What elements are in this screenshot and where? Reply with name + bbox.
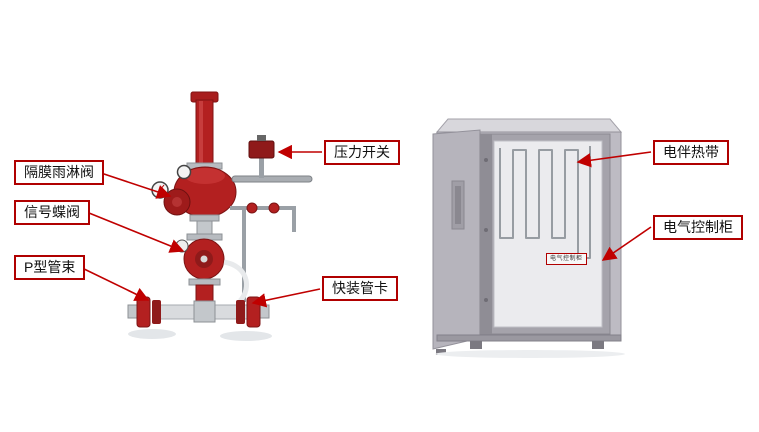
callout-diaphragm-deluge-valve: 隔膜雨淋阀: [14, 160, 104, 185]
arrow-signal-butterfly-valve: [88, 212, 185, 253]
callout-signal-butterfly-valve: 信号蝶阀: [14, 200, 90, 225]
arrow-p-type-pipe-bundle: [79, 266, 150, 301]
arrow-quick-install-pipe-clamp: [251, 288, 321, 308]
callout-arrows: [79, 144, 652, 308]
callout-electric-heat-tracing: 电伴热带: [653, 140, 729, 165]
callout-quick-install-pipe-clamp: 快装管卡: [322, 276, 398, 301]
deluge-valve-assembly-illustration: [127, 91, 313, 341]
heat-tracing-element: [499, 146, 591, 259]
control-cabinet-illustration: [432, 118, 625, 358]
cabinet-nameplate: 电气控制柜: [546, 253, 587, 265]
callout-pressure-switch: 压力开关: [324, 140, 400, 165]
arrow-electric-heat-tracing: [576, 151, 652, 168]
arrow-electrical-control-cabinet: [601, 226, 652, 261]
arrow-diaphragm-deluge-valve: [100, 172, 172, 199]
callout-electrical-control-cabinet: 电气控制柜: [653, 215, 743, 240]
callout-p-type-pipe-bundle: P型管束: [14, 255, 86, 280]
